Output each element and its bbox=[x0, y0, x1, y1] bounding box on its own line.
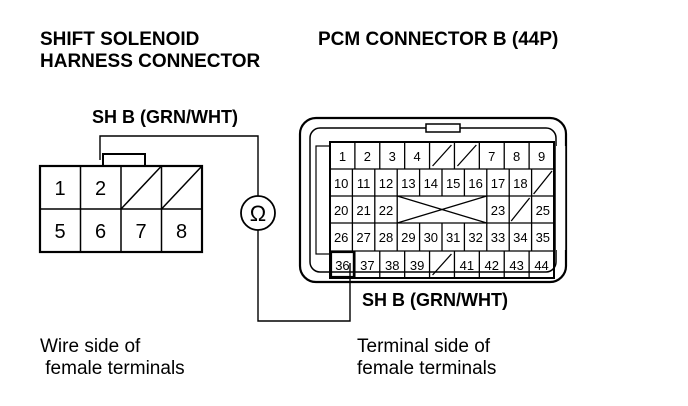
pcm-connector-side-rail bbox=[315, 145, 331, 255]
harness-connector-latch bbox=[102, 153, 146, 167]
pcm-pin-35: 35 bbox=[536, 230, 550, 245]
pcm-pin-42: 42 bbox=[485, 258, 499, 273]
pcm-pin-37: 37 bbox=[360, 258, 374, 273]
pcm-pin-32: 32 bbox=[468, 230, 482, 245]
ohmmeter: Ω bbox=[240, 195, 276, 231]
harness-pin-2: 2 bbox=[95, 178, 106, 200]
test-wire bbox=[99, 135, 351, 322]
harness-pin-7: 7 bbox=[135, 221, 146, 243]
harness-pin-1: 1 bbox=[54, 178, 65, 200]
pcm-pin-3: 3 bbox=[389, 149, 396, 164]
harness-caption-line1: Wire side of bbox=[40, 336, 141, 357]
pcm-pin-36: 36 bbox=[335, 258, 349, 273]
pcm-pin-15: 15 bbox=[446, 176, 460, 191]
pcm-pin-10: 10 bbox=[334, 176, 348, 191]
harness-pin-labels: 1 2 5 6 7 8 bbox=[54, 178, 187, 243]
pcm-pin-17: 17 bbox=[491, 176, 505, 191]
pcm-pin-44: 44 bbox=[534, 258, 548, 273]
harness-connector-title-line1: SHIFT SOLENOID bbox=[40, 29, 199, 50]
pcm-pin-39: 39 bbox=[410, 258, 424, 273]
harness-empty-cavity-4 bbox=[160, 165, 203, 210]
pcm-pin-23: 23 bbox=[491, 203, 505, 218]
pcm-pin-25: 25 bbox=[536, 203, 550, 218]
pcm-pin-13: 13 bbox=[401, 176, 415, 191]
pcm-pin-20: 20 bbox=[334, 203, 348, 218]
pcm-pin-12: 12 bbox=[379, 176, 393, 191]
pcm-blank-span-cross-b bbox=[397, 195, 487, 224]
wire-to-harness bbox=[99, 135, 259, 196]
pcm-pin-14: 14 bbox=[424, 176, 438, 191]
pcm-pin-29: 29 bbox=[401, 230, 415, 245]
pcm-pin-38: 38 bbox=[385, 258, 399, 273]
wire-to-pcm bbox=[257, 230, 351, 322]
harness-caption-line2: female terminals bbox=[40, 358, 185, 379]
pcm-pin-30: 30 bbox=[424, 230, 438, 245]
pcm-pin-22: 22 bbox=[379, 203, 393, 218]
pcm-pin-28: 28 bbox=[379, 230, 393, 245]
pcm-pin-26: 26 bbox=[334, 230, 348, 245]
pcm-pin-2: 2 bbox=[364, 149, 371, 164]
pcm-pin-16: 16 bbox=[468, 176, 482, 191]
harness-empty-cavity-3 bbox=[120, 165, 163, 210]
pcm-pin-31: 31 bbox=[446, 230, 460, 245]
pcm-pin-21: 21 bbox=[356, 203, 370, 218]
pcm-pin-43: 43 bbox=[509, 258, 523, 273]
harness-pin-6: 6 bbox=[95, 221, 106, 243]
harness-pin-8: 8 bbox=[176, 221, 187, 243]
pcm-pin-34: 34 bbox=[513, 230, 527, 245]
harness-connector-title-line2: HARNESS CONNECTOR bbox=[40, 51, 261, 72]
ohm-icon: Ω bbox=[250, 201, 266, 226]
pcm-pin-4: 4 bbox=[413, 149, 420, 164]
pcm-pin-11: 11 bbox=[357, 176, 371, 191]
pcm-pin-27: 27 bbox=[356, 230, 370, 245]
ohmmeter-circle bbox=[240, 195, 276, 231]
pcm-pin-8: 8 bbox=[513, 149, 520, 164]
pcm-connector-key bbox=[425, 123, 461, 133]
pcm-caption-line1: Terminal side of bbox=[357, 336, 491, 357]
pcm-terminal-36-highlight bbox=[329, 250, 355, 279]
pcm-pin-1: 1 bbox=[339, 149, 346, 164]
pcm-pin-7: 7 bbox=[488, 149, 495, 164]
pcm-pin-41: 41 bbox=[460, 258, 474, 273]
wire-label-top: SH B (GRN/WHT) bbox=[92, 107, 238, 127]
pcm-pin-9: 9 bbox=[538, 149, 545, 164]
pcm-connector-face bbox=[329, 141, 555, 279]
pcm-caption-line2: female terminals bbox=[357, 358, 496, 379]
pcm-connector-title: PCM CONNECTOR B (44P) bbox=[318, 29, 558, 50]
pcm-pin-18: 18 bbox=[513, 176, 527, 191]
pcm-pin-33: 33 bbox=[491, 230, 505, 245]
harness-connector bbox=[38, 153, 204, 254]
wire-label-bottom: SH B (GRN/WHT) bbox=[362, 290, 508, 310]
pcm-connector bbox=[298, 116, 568, 284]
harness-pin-5: 5 bbox=[54, 221, 65, 243]
